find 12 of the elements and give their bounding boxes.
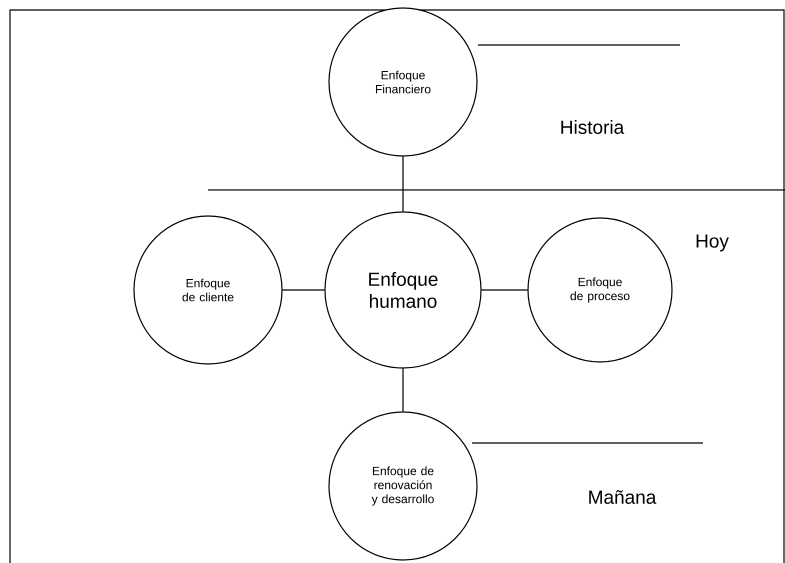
circle-node: Enfoque de proceso bbox=[527, 217, 673, 363]
period-label: Historia bbox=[561, 120, 624, 134]
connector-line bbox=[282, 289, 324, 291]
circle-node: Enfoque de renovación y desarrollo bbox=[328, 411, 478, 561]
period-label: Mañana bbox=[589, 490, 656, 504]
circle-node: Enfoque de cliente bbox=[133, 215, 283, 365]
circle-node: Enfoque humano bbox=[324, 211, 482, 369]
circle-node: Enfoque Financiero bbox=[328, 7, 478, 157]
connector-line bbox=[482, 289, 528, 291]
period-label: Hoy bbox=[696, 234, 729, 252]
connector-line bbox=[402, 368, 404, 412]
connector-line bbox=[402, 156, 404, 212]
